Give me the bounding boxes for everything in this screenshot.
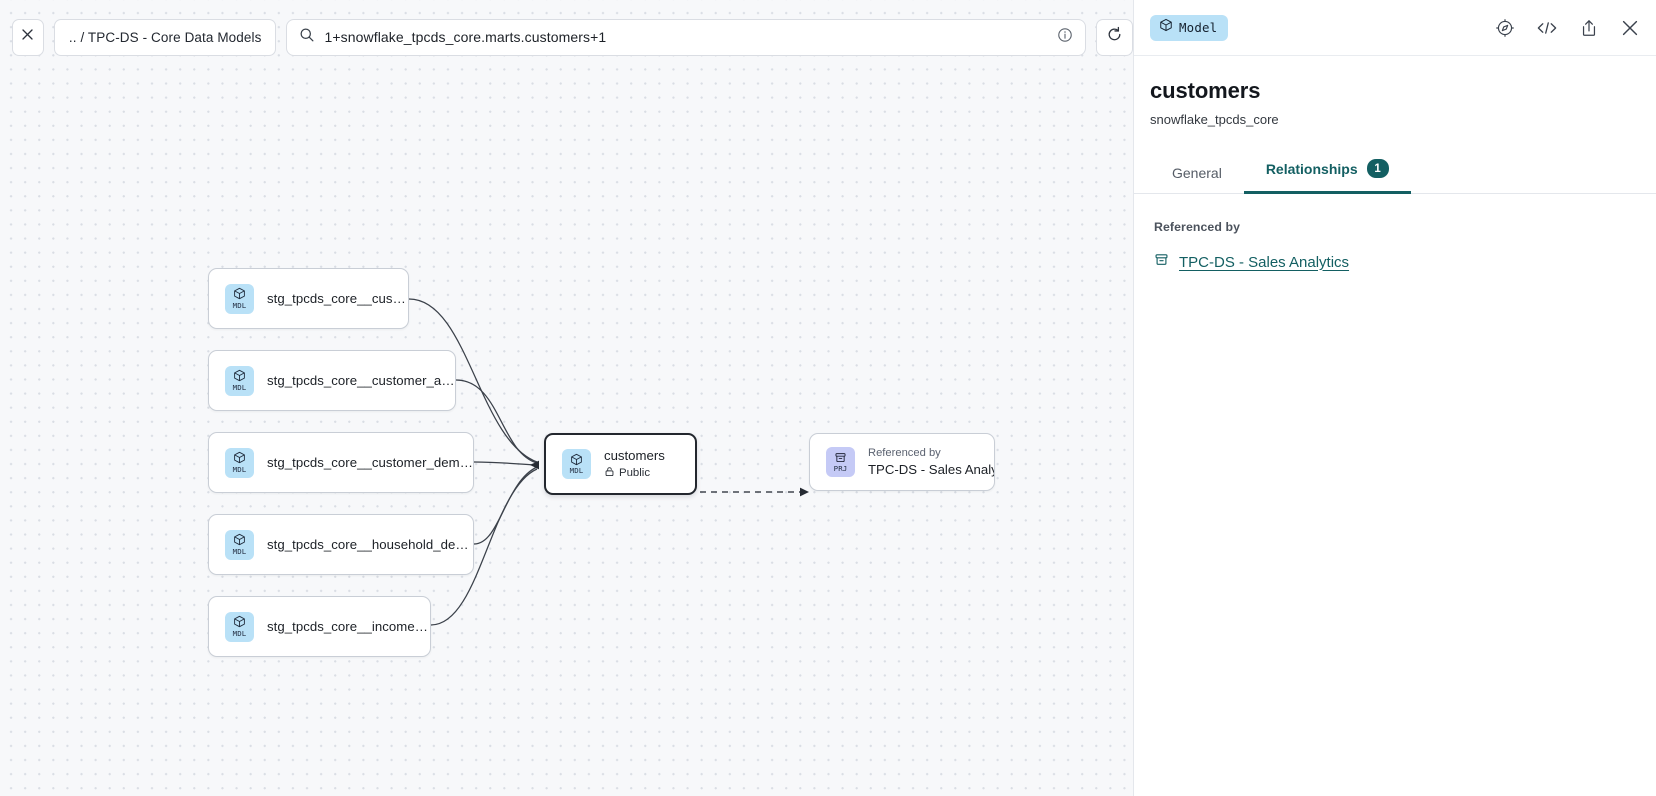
cube-icon — [233, 287, 246, 300]
lineage-node[interactable]: MDL stg_tpcds_core__customer_address — [208, 350, 456, 411]
cube-icon — [1159, 18, 1173, 37]
model-type-chip: Model — [1150, 14, 1229, 41]
selected-node-customers[interactable]: MDL customers Public — [544, 433, 697, 495]
explore-icon[interactable] — [1495, 18, 1515, 38]
refresh-icon — [1106, 26, 1123, 48]
tab-relationships[interactable]: Relationships 1 — [1243, 159, 1411, 194]
page-title: customers — [1150, 78, 1261, 103]
cube-icon — [233, 615, 246, 628]
lock-icon — [604, 466, 615, 480]
node-text-stack: Referenced by TPC-DS - Sales Analytics — [868, 447, 994, 477]
lineage-graph: MDL stg_tpcds_core__customer MDL stg_tpc… — [208, 268, 995, 657]
section-label: Referenced by — [1154, 220, 1241, 234]
close-canvas-button[interactable] — [12, 18, 44, 56]
refresh-button[interactable] — [1096, 18, 1133, 56]
project-badge: PRJ — [826, 447, 855, 477]
node-title: TPC-DS - Sales Analytics — [868, 462, 994, 477]
cube-icon — [570, 453, 583, 466]
chip-label: Model — [1179, 20, 1218, 35]
cube-icon — [233, 369, 246, 382]
model-badge: MDL — [562, 449, 591, 479]
panel-header: Model — [1134, 0, 1656, 56]
node-label: stg_tpcds_core__income_band — [267, 619, 430, 634]
lineage-node[interactable]: MDL stg_tpcds_core__household_demogr… — [208, 514, 474, 575]
badge-label: MDL — [232, 546, 247, 556]
close-icon[interactable] — [1620, 18, 1640, 38]
project-icon — [834, 451, 847, 464]
model-badge: MDL — [225, 365, 254, 396]
reference-link[interactable]: TPC-DS - Sales Analytics — [1179, 253, 1350, 271]
cube-icon — [233, 451, 246, 464]
lineage-node-project[interactable]: PRJ Referenced by TPC-DS - Sales Analyti… — [809, 433, 995, 491]
model-badge: MDL — [225, 611, 254, 642]
panel-content: Referenced by TPC-DS - Sales Analytics — [1134, 194, 1656, 272]
node-eyebrow: Referenced by — [868, 447, 941, 459]
list-item[interactable]: TPC-DS - Sales Analytics — [1154, 252, 1640, 272]
badge-label: MDL — [232, 628, 247, 638]
badge-label: MDL — [232, 464, 247, 474]
lineage-node[interactable]: MDL stg_tpcds_core__customer_demogra… — [208, 432, 474, 493]
project-icon — [1154, 252, 1169, 272]
referenced-by-list: TPC-DS - Sales Analytics — [1154, 252, 1640, 272]
canvas-toolbar: .. / TPC-DS - Core Data Models 1+snowfla… — [0, 0, 1133, 74]
model-badge: MDL — [225, 447, 254, 478]
lineage-node[interactable]: MDL stg_tpcds_core__customer — [208, 268, 409, 329]
panel-actions — [1495, 18, 1640, 38]
panel-title-block: customers snowflake_tpcds_core — [1134, 56, 1656, 127]
breadcrumb[interactable]: .. / TPC-DS - Core Data Models — [53, 18, 277, 56]
panel-tabs: General Relationships 1 — [1134, 158, 1656, 194]
search-query-text: 1+snowflake_tpcds_core.marts.customers+1 — [324, 29, 607, 45]
node-label: stg_tpcds_core__customer_demogra… — [267, 455, 473, 470]
node-label: stg_tpcds_core__customer_address — [267, 373, 455, 388]
model-badge: MDL — [225, 529, 254, 560]
badge-label: MDL — [232, 300, 247, 310]
info-circle-icon[interactable] — [1057, 27, 1073, 48]
page-subtitle: snowflake_tpcds_core — [1150, 112, 1279, 127]
access-label: Public — [619, 467, 651, 479]
tab-label: Relationships — [1265, 160, 1358, 177]
tab-label: General — [1172, 165, 1222, 181]
code-icon[interactable] — [1536, 18, 1558, 38]
details-panel: Model — [1133, 0, 1656, 796]
close-icon — [20, 27, 35, 47]
node-access: Public — [604, 466, 665, 480]
model-badge: MDL — [225, 283, 254, 314]
node-title: customers — [604, 448, 665, 463]
badge-label: MDL — [569, 466, 584, 476]
node-text-stack: customers Public — [604, 448, 665, 480]
node-label: stg_tpcds_core__customer — [267, 291, 408, 306]
node-label: stg_tpcds_core__household_demogr… — [267, 537, 473, 552]
tab-general[interactable]: General — [1150, 165, 1244, 194]
cube-icon — [233, 533, 246, 546]
tab-count-badge: 1 — [1366, 159, 1389, 178]
badge-label: MDL — [232, 382, 247, 392]
share-icon[interactable] — [1579, 18, 1599, 38]
search-input[interactable]: 1+snowflake_tpcds_core.marts.customers+1 — [286, 18, 1087, 56]
badge-label: PRJ — [833, 464, 848, 474]
lineage-canvas[interactable]: .. / TPC-DS - Core Data Models 1+snowfla… — [0, 0, 1133, 796]
lineage-node[interactable]: MDL stg_tpcds_core__income_band — [208, 596, 431, 657]
search-icon — [299, 27, 315, 48]
